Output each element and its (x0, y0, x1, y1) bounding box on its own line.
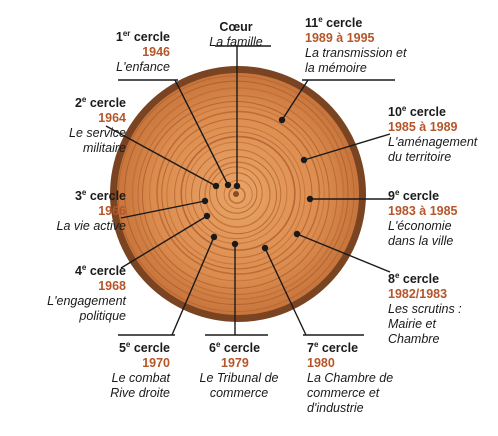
label-title: 10e cercle (388, 104, 446, 120)
label-year: 1946 (142, 45, 170, 59)
label-year: 1979 (221, 356, 249, 370)
label-ring-9: 9e cercle 1983 à 1985 L'économie dans la… (388, 189, 498, 249)
ring-marker-dot (224, 181, 232, 189)
label-year: 1989 à 1995 (305, 31, 375, 45)
ring-marker-dot (231, 240, 239, 248)
leader-line (296, 233, 391, 273)
label-ring-5: 5e cercle 1970 Le combat Rive droite (20, 341, 170, 401)
label-desc: L'économie dans la ville (388, 219, 454, 248)
ring-marker-dot (293, 230, 301, 238)
leader-coeur (215, 45, 271, 190)
label-title: 11e cercle (305, 15, 363, 31)
ring-marker-dot (306, 195, 314, 203)
growth-ring (156, 110, 321, 275)
leader-line (264, 247, 307, 336)
tree-log (110, 66, 366, 322)
label-desc: La Chambre de commerce et d'industrie (307, 371, 394, 415)
ring-marker-dot (203, 212, 211, 220)
ring-marker-dot (201, 197, 209, 205)
ring-marker-dot (278, 116, 286, 124)
leader-line (303, 133, 391, 161)
label-year: 1966 (98, 204, 126, 218)
growth-ring (141, 101, 330, 289)
label-year: 1970 (142, 356, 170, 370)
label-year: 1982/1983 (388, 287, 448, 301)
label-year: 1980 (307, 356, 335, 370)
leader-ring-10 (300, 133, 391, 164)
label-title: 2e cercle (74, 95, 126, 111)
growth-ring (166, 125, 306, 265)
label-year: 1964 (98, 111, 126, 125)
label-year: 1985 à 1989 (388, 120, 458, 134)
label-title: 5e cercle (118, 340, 170, 356)
leader-ring-8 (293, 230, 391, 273)
label-ring-7: 7e cercle 1980 La Chambre de commerce et… (307, 341, 457, 416)
leader-lines (105, 45, 395, 336)
leader-line (174, 79, 229, 186)
growth-ring (117, 75, 355, 313)
label-title: 9e cercle (388, 188, 440, 204)
growth-ring (198, 156, 277, 235)
growth-ring (131, 87, 345, 300)
label-coeur: Cœur La famille (161, 20, 311, 50)
label-ring-4: 4e cercle 1968 L'engagement politique (0, 264, 126, 324)
leader-ring-4 (120, 212, 211, 269)
label-year: 1968 (98, 279, 126, 293)
label-desc: L'enfance (116, 60, 170, 74)
label-year: 1983 à 1985 (388, 204, 458, 218)
leader-line (171, 236, 215, 336)
growth-ring (180, 135, 296, 251)
label-ring-2: 2e cercle 1964 Le service militaire (0, 96, 126, 156)
leader-ring-9 (306, 195, 390, 203)
ring-marker-dot (300, 156, 308, 164)
label-ring-11: 11e cercle 1989 à 1995 La transmission e… (305, 16, 455, 76)
label-title: 8e cercle (388, 271, 440, 287)
label-desc: L'aménagement du territoire (388, 135, 478, 164)
label-title: 3e cercle (74, 188, 126, 204)
growth-ring (191, 148, 282, 240)
label-ring-10: 10e cercle 1985 à 1989 L'aménagement du … (388, 105, 498, 165)
label-desc: Le combat Rive droite (110, 371, 170, 400)
leader-ring-3 (120, 197, 209, 219)
label-title: 1er cercle (115, 29, 170, 45)
leader-ring-7 (261, 244, 364, 336)
leader-line (105, 125, 217, 187)
pith (233, 191, 239, 197)
label-desc: Le Tribunal de commerce (199, 371, 279, 400)
leader-ring-6 (205, 240, 268, 336)
label-ring-6: 6e cercle 1979 Le Tribunal de commerce (193, 341, 343, 401)
label-title: 7e cercle (307, 340, 359, 356)
leader-ring-1 (118, 79, 232, 189)
label-desc: L'engagement politique (47, 294, 126, 323)
leader-line (120, 200, 206, 219)
ring-marker-dot (212, 182, 220, 190)
label-desc: Les scrutins : Mairie et Chambre (388, 302, 462, 346)
label-ring-3: 3e cercle 1966 La vie active (0, 189, 126, 234)
label-ring-8: 8e cercle 1982/1983 Les scrutins : Mairi… (388, 272, 498, 347)
label-ring-1: 1er cercle 1946 L'enfance (20, 30, 170, 75)
label-desc: La famille (209, 35, 263, 49)
leader-ring-11 (278, 79, 395, 124)
label-desc: La vie active (56, 219, 126, 233)
label-title: 4e cercle (74, 263, 126, 279)
ring-marker-dot (210, 233, 218, 241)
leader-ring-5 (118, 233, 218, 336)
label-title: 6e cercle (209, 340, 261, 356)
label-desc: La transmission et la mémoire (305, 46, 407, 75)
ring-marker-dot (261, 244, 269, 252)
label-desc: Le service militaire (69, 126, 126, 155)
growth-ring (124, 80, 349, 306)
growth-ring (209, 166, 263, 220)
leader-line (120, 215, 208, 269)
label-title: Cœur (219, 20, 253, 34)
ring-marker-dot (233, 182, 241, 190)
leader-ring-2 (105, 125, 220, 190)
growth-ring (223, 179, 253, 209)
leader-line (281, 79, 309, 121)
